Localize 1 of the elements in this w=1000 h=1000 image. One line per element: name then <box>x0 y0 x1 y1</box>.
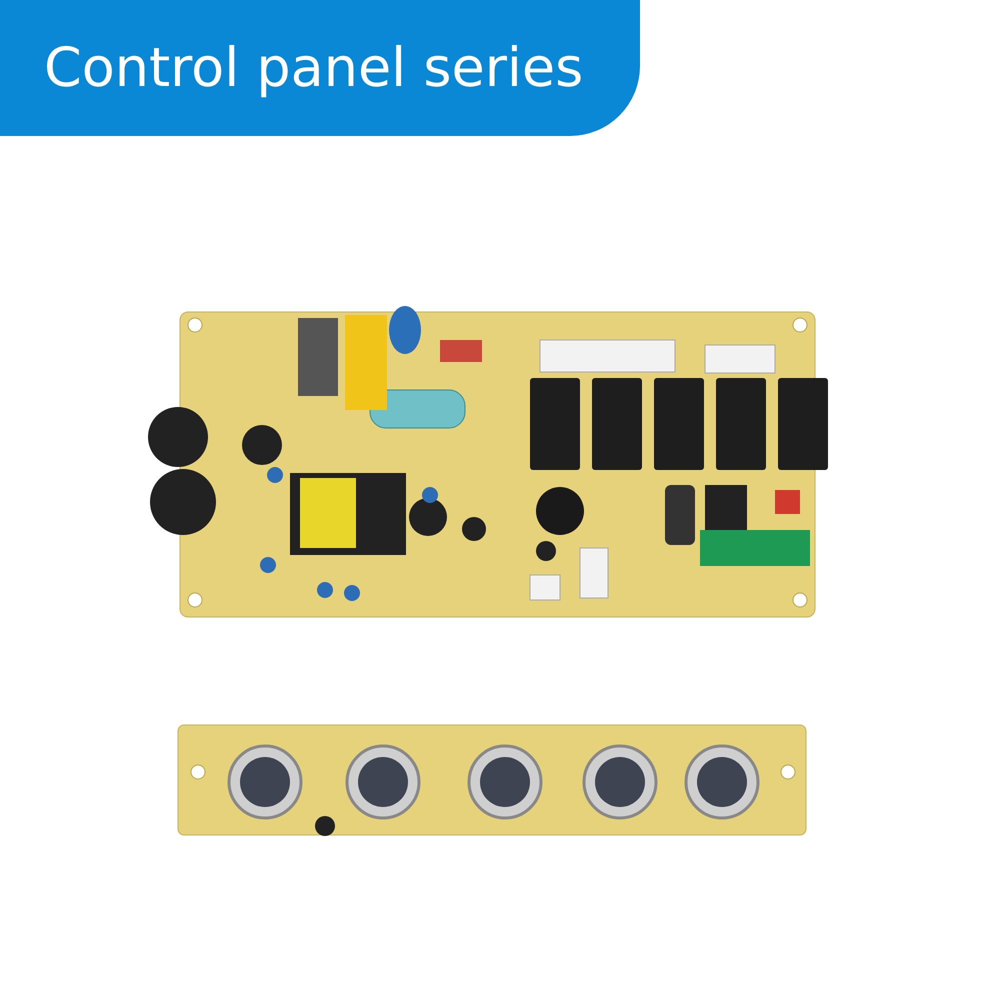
title: Control panel series <box>44 35 584 101</box>
